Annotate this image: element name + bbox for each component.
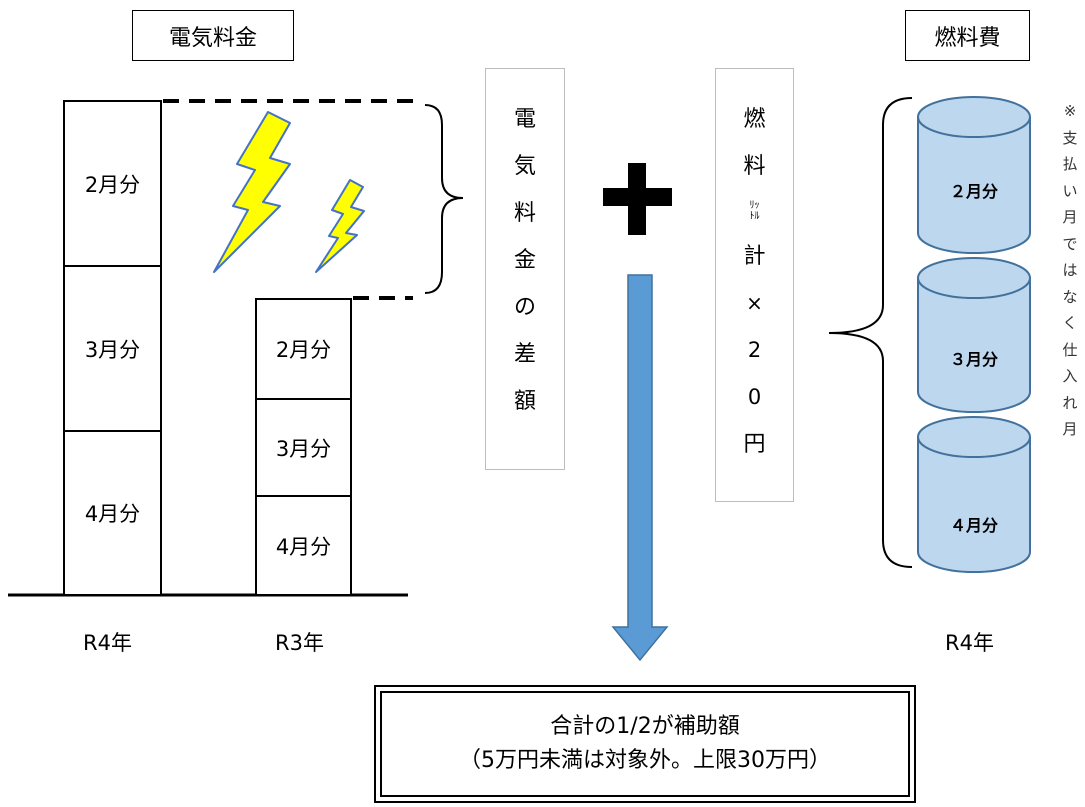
fuel-tank-icon-apr [917,416,1031,573]
diff-char: 差 [513,342,536,367]
r3-bar-mar: 3月分 [255,398,352,497]
diff-char: 額 [513,389,536,414]
year-label-r4-fuel: R4年 [945,631,994,655]
fuel-calculation-box: 燃 料 ﾘｯﾄﾙ 計 × 2 0 円 [715,68,794,502]
note-char: な [1062,287,1078,306]
r3-bar-feb: 2月分 [255,298,352,400]
note-char: 支 [1062,128,1078,147]
diff-brace [424,104,464,294]
down-arrow [611,274,669,662]
note-char: で [1062,234,1078,253]
fuel-char: × [746,291,763,315]
tank-label-feb: ２月分 [949,182,998,201]
electricity-difference-box: 電 気 料 金 の 差 額 [485,68,565,470]
diff-char: 気 [513,154,536,179]
fuel-char: 0 [747,385,762,409]
diff-char: 金 [513,248,536,273]
diff-char: 料 [513,201,536,226]
fuel-char: 2 [747,338,762,362]
subsidy-conditions: （5万円未満は対象外。上限30万円） [459,748,831,773]
subsidy-formula: 合計の1/2が補助額 [550,713,740,739]
fuel-char: 料 [743,154,766,179]
note-char: 月 [1062,420,1078,438]
electricity-cost-title: 電気料金 [132,10,294,61]
fuel-unit-liter: ﾘｯﾄﾙ [749,200,760,222]
r4-bar-feb: 2月分 [63,100,162,267]
r4-bar-apr: 4月分 [63,430,162,596]
year-label-r4-electric: R4年 [83,631,132,655]
plus-icon [603,163,672,235]
fuel-char: 計 [743,244,766,269]
note-char: く [1062,314,1078,332]
diff-char: の [513,295,536,320]
note-char: 仕 [1062,340,1078,359]
fuel-brace [828,97,913,568]
r4-bar-mar: 3月分 [63,265,162,432]
fuel-tank-icon-feb [917,96,1031,254]
subsidy-result-inner: 合計の1/2が補助額 （5万円未満は対象外。上限30万円） [380,691,910,797]
tank-label-mar: ３月分 [949,350,998,369]
payment-month-note: ※ 支 払 い 月 で は な く 仕 入 れ 月 [1060,98,1080,443]
fuel-cost-title: 燃料費 [905,10,1030,61]
note-char: れ [1062,393,1078,412]
fuel-char: 燃 [743,107,766,132]
diff-char: 電 [513,107,536,132]
note-char: は [1062,261,1078,279]
note-char: 入 [1062,367,1078,385]
r3-bar-apr: 4月分 [255,495,352,596]
year-label-r3: R3年 [275,631,324,655]
note-char: ※ [1063,102,1077,120]
note-char: い [1062,181,1078,200]
lightning-icon [213,111,291,273]
subsidy-result-box: 合計の1/2が補助額 （5万円未満は対象外。上限30万円） [374,685,916,803]
fuel-tank-icon-mar [917,257,1031,413]
lightning-icon-small [315,179,365,273]
note-char: 払 [1062,155,1078,173]
fuel-char: 円 [743,432,766,457]
tank-label-apr: ４月分 [949,516,998,535]
note-char: 月 [1062,208,1078,226]
